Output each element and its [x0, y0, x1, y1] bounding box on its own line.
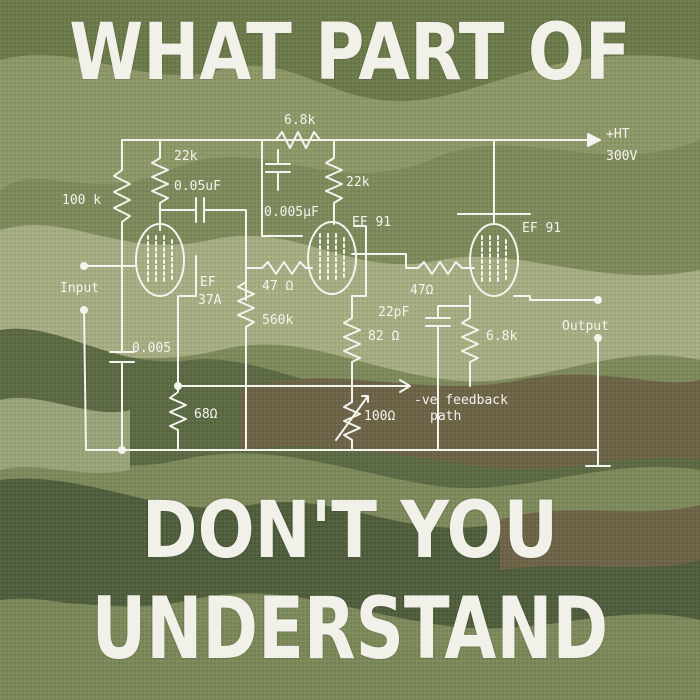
tube-ef37a-sub-label: 37A	[198, 293, 222, 308]
resistor-68k-out	[461, 305, 479, 387]
capacitor-22pf	[425, 295, 471, 451]
resistor-100k-label: 100 k	[62, 193, 101, 208]
resistor-47-a	[245, 261, 313, 275]
capacitor-0005uf-label: 0.005μF	[264, 205, 319, 220]
resistor-22k-b	[325, 139, 343, 225]
resistor-22k-b-label: 22k	[346, 175, 370, 190]
feedback-line	[177, 379, 411, 393]
input-label: Input	[60, 281, 99, 296]
resistor-100-label: 100Ω	[364, 409, 395, 424]
feedback-path-label: path	[430, 409, 461, 424]
capacitor-0005-label: 0.005	[132, 341, 171, 356]
tube-ef37a	[83, 223, 197, 297]
tube-ef91-b-label: EF 91	[522, 221, 561, 236]
resistor-560k	[237, 269, 255, 451]
ht-rail	[121, 133, 601, 147]
resistor-100k	[113, 139, 131, 251]
capacitor-22pf-label: 22pF	[378, 305, 409, 320]
resistor-82-label: 82 Ω	[368, 329, 399, 344]
resistor-68k-top-label: 6.8k	[284, 113, 315, 128]
tube-ef91-b	[457, 139, 599, 301]
feedback-label: -ve feedback	[414, 393, 508, 408]
resistor-47-b-label: 47Ω	[410, 283, 434, 298]
resistor-47-a-label: 47 Ω	[262, 279, 293, 294]
resistor-22k-a-label: 22k	[174, 149, 198, 164]
headline-top: WHAT PART OF	[69, 8, 631, 98]
capacitor-005uf-label: 0.05uF	[174, 179, 221, 194]
resistor-68-label: 68Ω	[194, 407, 218, 422]
capacitor-005uf	[159, 197, 247, 301]
resistor-68k-top	[261, 131, 335, 237]
tube-ef37a-label: EF	[200, 275, 216, 290]
resistor-100-variable	[335, 385, 369, 451]
output-label: Output	[562, 319, 609, 334]
tube-ef91-a-label: EF 91	[352, 215, 391, 230]
capacitor-0005	[109, 249, 135, 451]
ht-voltage-label: 300V	[606, 149, 637, 164]
terminals	[80, 262, 611, 467]
resistor-560k-label: 560k	[262, 313, 293, 328]
resistor-22k-a	[151, 139, 169, 231]
tube-ef91-a	[307, 221, 407, 297]
resistor-82	[343, 295, 361, 387]
headline-bottom: UNDERSTAND	[91, 579, 609, 679]
resistor-47-b	[405, 253, 475, 275]
headline-middle: DON'T YOU	[141, 486, 559, 576]
ht-label: +HT	[606, 127, 630, 142]
resistor-68	[169, 295, 187, 451]
resistor-68k-out-label: 6.8k	[486, 329, 517, 344]
